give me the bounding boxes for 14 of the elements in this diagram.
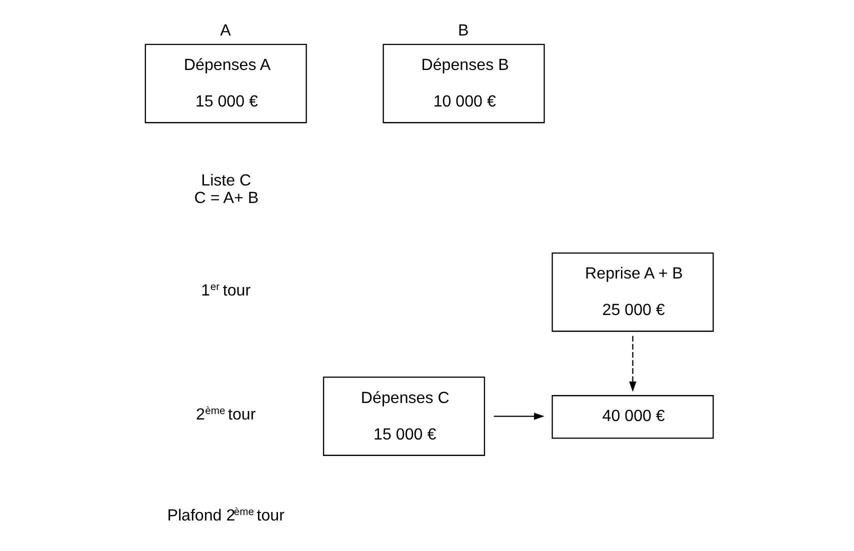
arrow: [494, 412, 544, 420]
node-box: Reprise A + B 25 000 €: [552, 252, 714, 332]
label: 2$^{ème}$ tour: [196, 405, 256, 424]
node-label: B: [458, 22, 469, 40]
label: 1$^{er}$ tour: [201, 281, 251, 300]
node-label: A: [220, 22, 231, 40]
label: Plafond 2$^{ème}$ tour: [167, 506, 284, 525]
node-box: Dépenses B 10 000 €: [382, 44, 545, 124]
label: C = A+ B: [194, 188, 259, 207]
arrow: [629, 336, 636, 392]
node-box: Dépenses C 15 000 €: [322, 376, 486, 456]
label: Liste C: [201, 172, 252, 190]
node-box: Dépenses A 15 000 €: [144, 44, 307, 124]
node-box: 40 000 €: [552, 395, 714, 439]
